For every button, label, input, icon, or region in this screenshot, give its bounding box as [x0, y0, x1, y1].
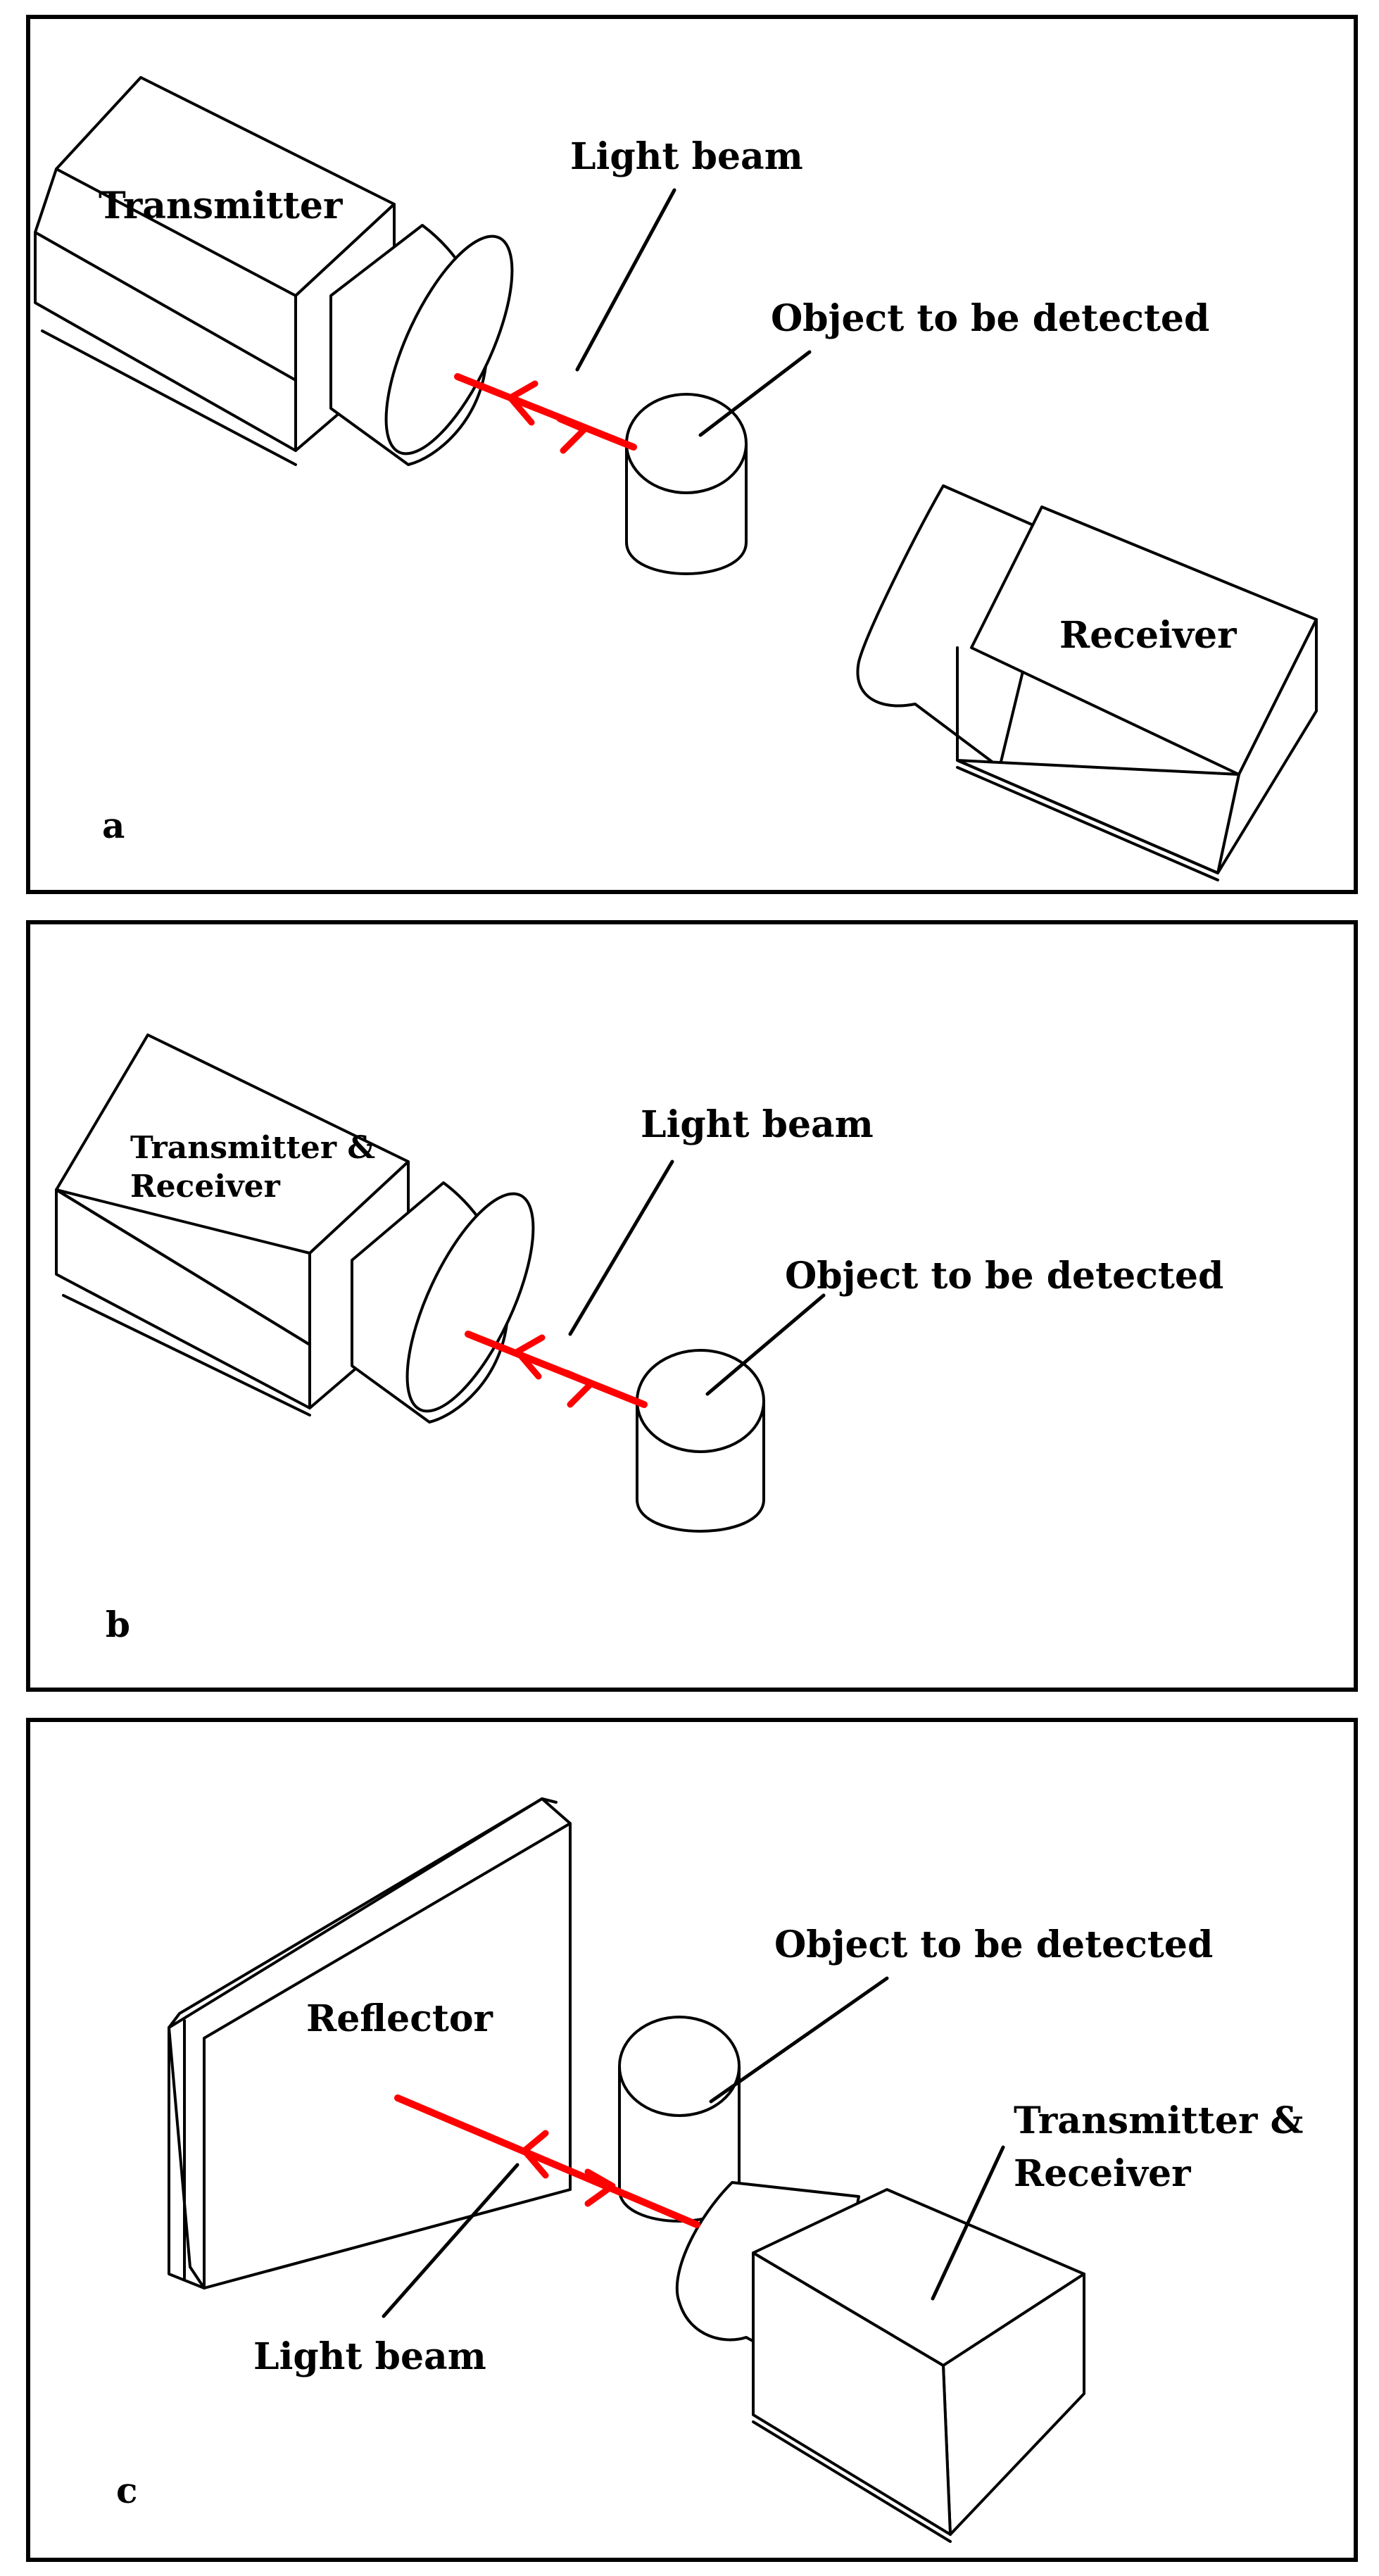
panel-a-letter: a	[102, 805, 125, 846]
object-leader	[709, 1976, 889, 2104]
receiver-label: Receiver	[1059, 614, 1237, 657]
receiver-device	[856, 484, 1318, 881]
light-beam-label: Light beam	[641, 1103, 874, 1146]
object-leader	[705, 1293, 826, 1396]
light-beam-label: Light beam	[570, 135, 803, 178]
panel-b-frame	[26, 920, 1358, 1692]
object-label: Object to be detected	[771, 297, 1209, 340]
reflector-plate	[168, 1797, 572, 2289]
transceiver-label-line2: Receiver	[1014, 2152, 1191, 2195]
transceiver-label-line2: Receiver	[130, 1169, 281, 1205]
panel-a: Transmitter Light beam Object to be dete…	[26, 15, 1358, 894]
transceiver-label-line1: Transmitter &	[130, 1130, 375, 1166]
reflector-label: Reflector	[306, 1997, 493, 2040]
transceiver-device	[55, 1033, 535, 1424]
object-cylinder	[636, 1349, 765, 1533]
transceiver-leader	[931, 2145, 1005, 2301]
transmitter-device	[34, 76, 514, 466]
object-label: Object to be detected	[785, 1255, 1223, 1298]
object-cylinder	[625, 393, 748, 575]
panel-c: Object to be detected Reflector Transmit…	[26, 1718, 1358, 2562]
panel-b-letter: b	[106, 1604, 130, 1645]
light-beam	[454, 373, 637, 454]
light-beam	[465, 1331, 648, 1408]
light-beam-leader	[382, 2163, 520, 2318]
object-leader	[698, 350, 812, 437]
transmitter-label: Transmitter	[99, 184, 343, 227]
light-beam	[394, 2094, 700, 2228]
panel-c-letter: c	[116, 2470, 137, 2511]
transceiver-device	[675, 2181, 1085, 2543]
light-beam-leader	[568, 1160, 674, 1336]
panel-b: Transmitter & Receiver Light beam Object…	[26, 920, 1358, 1692]
object-label: Object to be detected	[774, 1923, 1213, 1966]
transceiver-label-line1: Transmitter &	[1014, 2099, 1303, 2142]
object-cylinder	[618, 2016, 741, 2223]
light-beam-label: Light beam	[253, 2335, 486, 2378]
light-beam-leader	[575, 188, 676, 372]
